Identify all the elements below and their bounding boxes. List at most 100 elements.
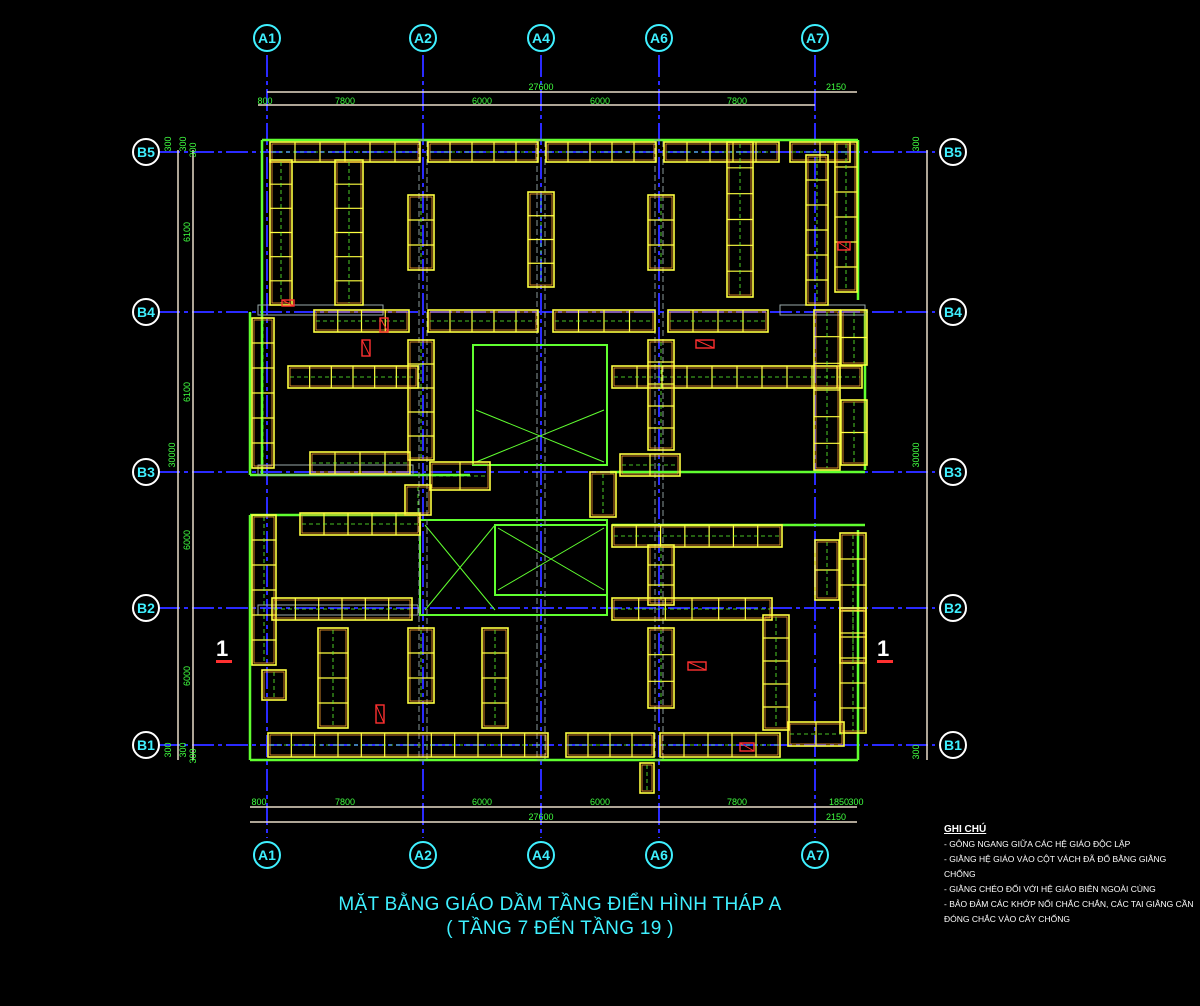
core-wall (494, 524, 608, 596)
grid-bubble (132, 298, 160, 326)
dimension-lines (177, 91, 928, 823)
grid-label-A4: A4 (532, 847, 550, 863)
grid-label-B4: B4 (137, 304, 155, 320)
diagonal-brace (687, 661, 707, 671)
grid-label-B4: B4 (944, 304, 962, 320)
grid-label-B3: B3 (137, 464, 155, 480)
scaffold-frame (647, 339, 675, 451)
undefined: 300 (848, 797, 863, 807)
diagonal-brace (281, 299, 295, 307)
undefined: 300 (163, 742, 173, 757)
note-item: - GIẰNG HỆ GIÁO VÀO CỘT VÁCH ĐÃ ĐỔ BẰNG … (944, 854, 1167, 879)
notes-heading: GHI CHÚ (944, 824, 987, 835)
undefined: 6000 (182, 666, 192, 686)
undefined: 6100 (182, 382, 192, 402)
undefined: 6100 (182, 222, 192, 242)
undefined: 30000 (911, 442, 921, 467)
note-item: - GIẰNG CHÉO ĐỐI VỚI HỆ GIÁO BIÊN NGOÀI … (944, 884, 1156, 894)
scaffold-frame (407, 339, 435, 461)
scaffolding-frames (251, 141, 868, 794)
undefined: 300 (188, 748, 198, 763)
grid-label-B5: B5 (137, 144, 155, 160)
grid-label-A1: A1 (258, 847, 276, 863)
grid-label-A1: A1 (258, 30, 276, 46)
diagonal-brace (361, 339, 371, 357)
undefined: 6000 (472, 96, 492, 106)
diagonal-brace (739, 742, 755, 752)
grid-bubble (645, 24, 673, 52)
scaffold-frame (545, 141, 657, 163)
scaffold-frame (663, 141, 780, 163)
scaffold-frame (839, 607, 867, 734)
note-item: - BẢO ĐẢM CÁC KHỚP NỐI CHẮC CHẮN, CÁC TA… (944, 899, 1194, 924)
scaffold-frame (647, 627, 675, 709)
grid-label-B1: B1 (944, 737, 962, 753)
core-wall (472, 344, 608, 466)
section-marker-right[interactable]: 1 (877, 636, 893, 663)
undefined: 6000 (590, 797, 610, 807)
undefined: 300 (911, 136, 921, 151)
undefined: 6000 (590, 96, 610, 106)
undefined: 7800 (727, 797, 747, 807)
grid-bubble (939, 298, 967, 326)
undefined: 300 (163, 136, 173, 151)
diagonal-brace (687, 661, 707, 671)
grid-bubble (939, 138, 967, 166)
diagonal-brace (379, 317, 389, 333)
grid-label-A6: A6 (650, 30, 668, 46)
scaffold-frame (427, 141, 539, 163)
grid-label-B2: B2 (944, 600, 962, 616)
undefined: 7800 (727, 96, 747, 106)
grid-label-A7: A7 (806, 30, 824, 46)
grid-label-B5: B5 (944, 144, 962, 160)
grid-label-B3: B3 (944, 464, 962, 480)
undefined: 300 (911, 744, 921, 759)
diagonal-brace (695, 339, 715, 349)
undefined: 2150 (826, 812, 846, 822)
diagonal-brace (361, 339, 371, 357)
scaffold-frame (407, 627, 435, 704)
grid-bubble (132, 731, 160, 759)
title-line-1: MẶT BẰNG GIÁO DẦM TẦNG ĐIỂN HÌNH THÁP A (338, 894, 782, 915)
scaffold-frame (261, 669, 287, 701)
grid-bubble (527, 24, 555, 52)
undefined: 800 (257, 96, 272, 106)
core-wall (419, 519, 608, 616)
grid-bubble (253, 24, 281, 52)
scaffold-frame (611, 524, 783, 548)
grid-label-B2: B2 (137, 600, 155, 616)
grid-bubble (527, 841, 555, 869)
scaffold-frame (427, 309, 539, 333)
scaffold-frame (639, 762, 655, 794)
grid-label-A4: A4 (532, 30, 550, 46)
undefined: 27600 (528, 82, 553, 92)
undefined: 300 (188, 142, 198, 157)
diagonal-brace (379, 317, 389, 333)
undefined: 7800 (335, 96, 355, 106)
undefined: 1850 (829, 797, 849, 807)
grid-label-A2: A2 (414, 30, 432, 46)
undefined: 30000 (167, 442, 177, 467)
column-wall (536, 139, 546, 761)
grid-bubble (132, 138, 160, 166)
grid-bubble (939, 731, 967, 759)
scaffold-frame-inner (591, 473, 615, 516)
core-opening-cross (424, 524, 496, 611)
section-label: 1 (216, 636, 229, 661)
scaffold-frame (647, 544, 675, 606)
grid-bubble (132, 594, 160, 622)
undefined: 300 (178, 742, 188, 757)
grid-label-A6: A6 (650, 847, 668, 863)
diagonal-brace (375, 704, 385, 724)
section-marker-left[interactable]: 1 (216, 636, 232, 663)
undefined: 300 (178, 136, 188, 151)
grid-bubble (409, 24, 437, 52)
scaffold-frame (659, 732, 781, 758)
note-item: - GÔNG NGANG GIỮA CÁC HỆ GIÁO ĐỘC LẬP (944, 839, 1131, 849)
grid-label-A7: A7 (806, 847, 824, 863)
diagonal-brace (281, 299, 295, 307)
undefined: 27600 (528, 812, 553, 822)
undefined: 6000 (472, 797, 492, 807)
